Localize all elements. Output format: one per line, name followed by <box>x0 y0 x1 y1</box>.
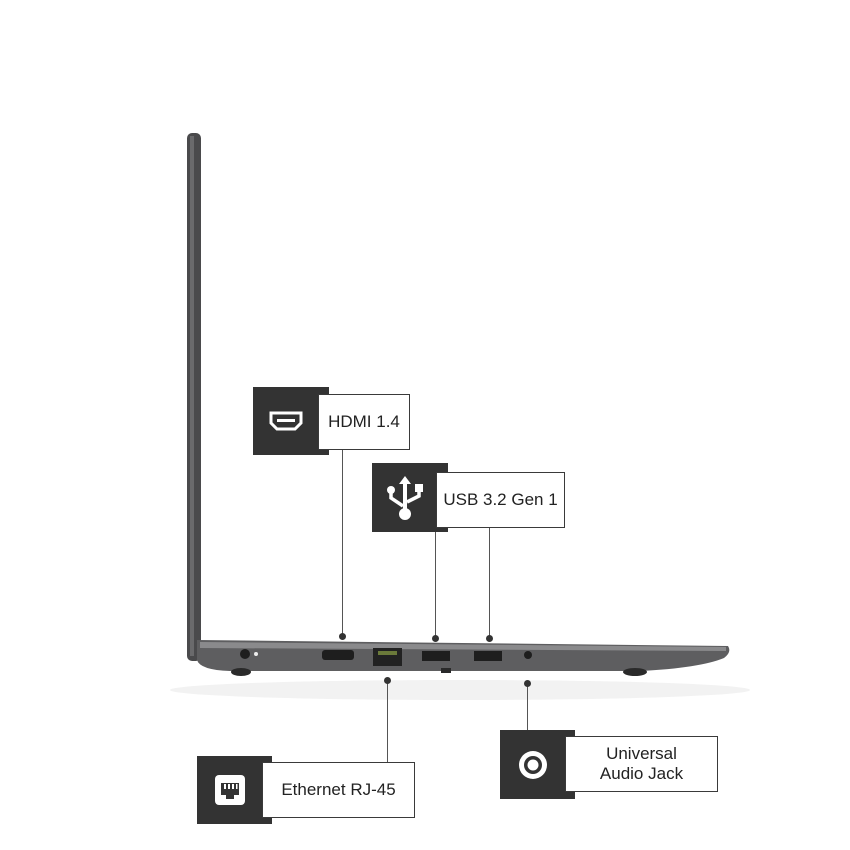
usb-leader-dot-1 <box>432 635 439 642</box>
usb-callout-icon-box <box>372 463 448 532</box>
audio-leader-line <box>527 683 528 736</box>
ethernet-leader-dot <box>384 677 391 684</box>
hdmi-port <box>322 650 354 660</box>
hdmi-callout-label: HDMI 1.4 <box>318 394 410 450</box>
usb-leader-dot-2 <box>486 635 493 642</box>
ethernet-leader-line <box>387 680 388 762</box>
usb-leader-line-2 <box>489 528 490 638</box>
usb-leader-line-1 <box>435 528 436 638</box>
ethernet-port <box>373 648 402 666</box>
usb-port-2 <box>474 651 502 661</box>
audio-port <box>524 651 532 659</box>
audio-jack-icon <box>500 730 565 799</box>
audio-callout-label: Universal Audio Jack <box>565 736 718 792</box>
hdmi-leader-line <box>342 450 343 636</box>
ethernet-icon <box>197 756 262 824</box>
hdmi-icon <box>253 387 319 455</box>
ethernet-callout-label: Ethernet RJ-45 <box>262 762 415 818</box>
hdmi-leader-dot <box>339 633 346 640</box>
usb-icon <box>372 463 438 532</box>
power-port <box>240 649 250 659</box>
usb-callout-label: USB 3.2 Gen 1 <box>436 472 565 528</box>
usb-port-1 <box>422 651 450 661</box>
audio-leader-dot <box>524 680 531 687</box>
